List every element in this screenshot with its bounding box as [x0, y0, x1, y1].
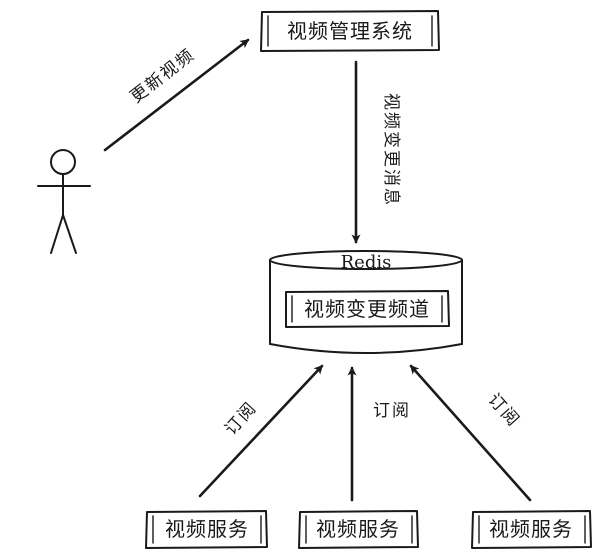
actor-right-leg	[62, 214, 77, 254]
subscribe-label-right: 订阅	[484, 390, 524, 432]
actor-head	[50, 149, 76, 175]
redis-label: Redis	[341, 252, 392, 273]
video-change-message-label: 视频变更消息	[381, 93, 401, 207]
subscribe-label-left: 订阅	[221, 398, 261, 440]
subscribe-arrow-right	[409, 364, 532, 502]
update-video-label: 更新视频	[127, 45, 199, 108]
actor-left-leg	[50, 214, 64, 254]
subscribe-label-middle: 订阅	[373, 401, 411, 421]
subscribe-arrow-left	[198, 364, 324, 498]
video-service-box-3: 视频服务	[471, 510, 592, 549]
video-management-system-label: 视频管理系统	[287, 19, 413, 43]
video-service-label-3: 视频服务	[489, 517, 573, 541]
video-service-label-1: 视频服务	[165, 517, 249, 541]
video-management-system-box: 视频管理系统	[260, 10, 440, 52]
redis-cylinder: Redis 视频变更频道	[269, 250, 463, 354]
video-service-box-2: 视频服务	[298, 510, 419, 549]
update-video-arrow	[103, 38, 250, 152]
video-service-box-1: 视频服务	[145, 510, 268, 549]
user-actor	[37, 149, 91, 254]
video-service-label-2: 视频服务	[316, 517, 400, 541]
video-change-channel-box: 视频变更频道	[285, 290, 450, 328]
video-change-channel-label: 视频变更频道	[304, 297, 430, 321]
